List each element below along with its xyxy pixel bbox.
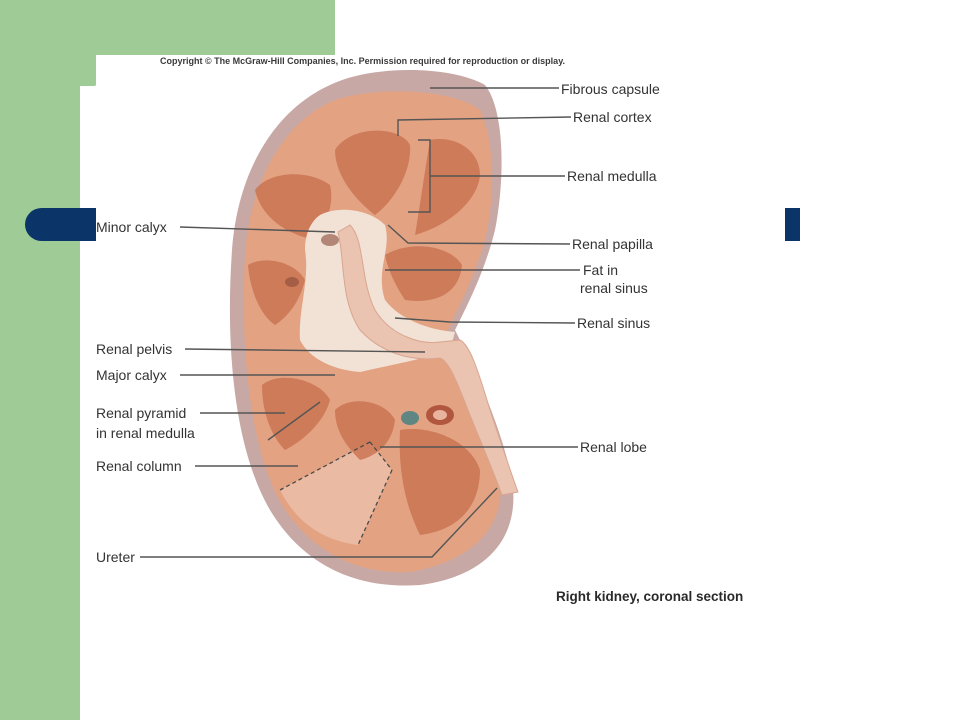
label-renal-pyramid-line2: in renal medulla bbox=[96, 425, 195, 441]
leader-renal-pyramid-lower bbox=[267, 401, 321, 441]
label-renal-lobe: Renal lobe bbox=[580, 439, 647, 455]
renal-vessel-dark bbox=[401, 411, 419, 425]
slide-green-left-strip bbox=[0, 0, 80, 720]
label-renal-pyramid-line1: Renal pyramid bbox=[96, 405, 187, 421]
renal-sinus-fat bbox=[299, 209, 455, 372]
renal-vessel-lumen bbox=[433, 410, 447, 420]
label-renal-papilla: Renal papilla bbox=[572, 236, 653, 252]
leader-ureter bbox=[140, 487, 498, 558]
label-major-calyx: Major calyx bbox=[96, 367, 167, 383]
label-ureter: Ureter bbox=[96, 549, 135, 565]
label-renal-pelvis: Renal pelvis bbox=[96, 341, 173, 357]
leader-renal-pelvis bbox=[184, 348, 426, 353]
label-fat-in-renal-sinus-line2: renal sinus bbox=[580, 280, 648, 296]
label-renal-column: Renal column bbox=[96, 458, 182, 474]
label-renal-cortex: Renal cortex bbox=[573, 109, 652, 125]
renal-pelvis-ureter bbox=[337, 224, 519, 496]
renal-pyramid-top bbox=[335, 130, 411, 215]
leader-renal-papilla bbox=[387, 224, 571, 245]
label-minor-calyx: Minor calyx bbox=[96, 219, 167, 235]
renal-pyramid-lower-center bbox=[335, 401, 395, 460]
lobe-dash-line bbox=[369, 441, 393, 471]
figure-caption: Right kidney, coronal section bbox=[556, 589, 744, 604]
leader-minor-calyx bbox=[179, 226, 336, 233]
renal-pyramid-mid-left bbox=[248, 260, 305, 325]
renal-pyramid-lower-right bbox=[399, 429, 480, 535]
leader-lines bbox=[140, 87, 580, 558]
label-fat-in-renal-sinus-line1: Fat in bbox=[583, 262, 619, 278]
renal-lobe-boundary bbox=[279, 441, 393, 546]
leader-renal-cortex bbox=[397, 116, 572, 136]
label-fibrous-capsule: Fibrous capsule bbox=[561, 81, 660, 97]
renal-pyramids bbox=[248, 130, 480, 535]
calyx-spot bbox=[321, 234, 339, 246]
renal-pyramid-top-right bbox=[415, 139, 480, 235]
renal-pyramid-mid-right bbox=[385, 246, 462, 301]
calyx-spot bbox=[285, 277, 299, 287]
renal-lobe-area bbox=[280, 442, 392, 545]
copyright-notice: Copyright © The McGraw-Hill Companies, I… bbox=[160, 56, 566, 66]
leader-renal-sinus bbox=[394, 317, 576, 324]
label-renal-medulla: Renal medulla bbox=[567, 168, 657, 184]
lobe-dash-line bbox=[279, 441, 371, 491]
label-renal-sinus: Renal sinus bbox=[577, 315, 651, 331]
